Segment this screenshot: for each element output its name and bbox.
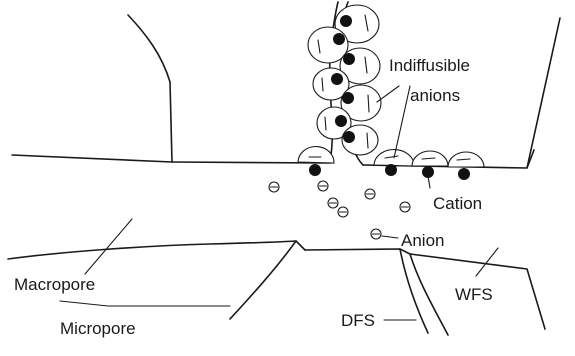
label-anion: Anion	[401, 231, 444, 250]
label-cation: Cation	[433, 194, 482, 213]
anion-symbol	[318, 181, 328, 191]
cation-dot	[342, 92, 354, 104]
indiffusible-leader-2	[394, 86, 410, 158]
cation-dot	[331, 73, 343, 85]
anion-symbol	[365, 189, 375, 199]
wfs-leader	[476, 248, 498, 276]
anion-symbol	[400, 202, 410, 212]
wall-right-gap	[410, 254, 448, 335]
anion-leader	[382, 236, 398, 238]
indiffusible-leader-1	[377, 86, 399, 102]
cation-dot	[385, 164, 397, 176]
cation-dot	[340, 15, 352, 27]
cation-dot	[333, 33, 345, 45]
wall-lower-left	[8, 241, 296, 259]
label-wfs: WFS	[455, 285, 493, 304]
micropore-leader	[60, 301, 230, 306]
macropore-leader	[85, 219, 132, 274]
anion-symbol	[269, 182, 279, 192]
label-anions: anions	[410, 86, 460, 105]
label-micropore: Micropore	[60, 319, 136, 338]
free-anions	[269, 181, 410, 239]
cation-dot	[335, 115, 347, 127]
wall-lower-left-down	[230, 241, 296, 319]
cation-dot	[309, 164, 321, 176]
label-dfs: DFS	[341, 311, 375, 330]
anion-symbol	[328, 198, 338, 208]
text-labels: Indiffusible anions Cation Anion Macropo…	[14, 56, 493, 338]
cation-dot	[343, 131, 355, 143]
surface-anion-bubbles	[298, 147, 484, 167]
indiffusible-anion-bubbles	[308, 5, 381, 155]
cation-dot	[343, 53, 355, 65]
label-indiffusible: Indiffusible	[389, 56, 470, 75]
micropore-wedge-top	[296, 241, 305, 250]
wall-top-right	[363, 18, 560, 168]
cation-dot	[458, 168, 470, 180]
anion-symbol	[371, 229, 381, 239]
anion-symbol	[338, 207, 348, 217]
wall-top-left	[12, 15, 172, 162]
label-macropore: Macropore	[14, 275, 95, 294]
surface-bubble	[298, 147, 334, 163]
